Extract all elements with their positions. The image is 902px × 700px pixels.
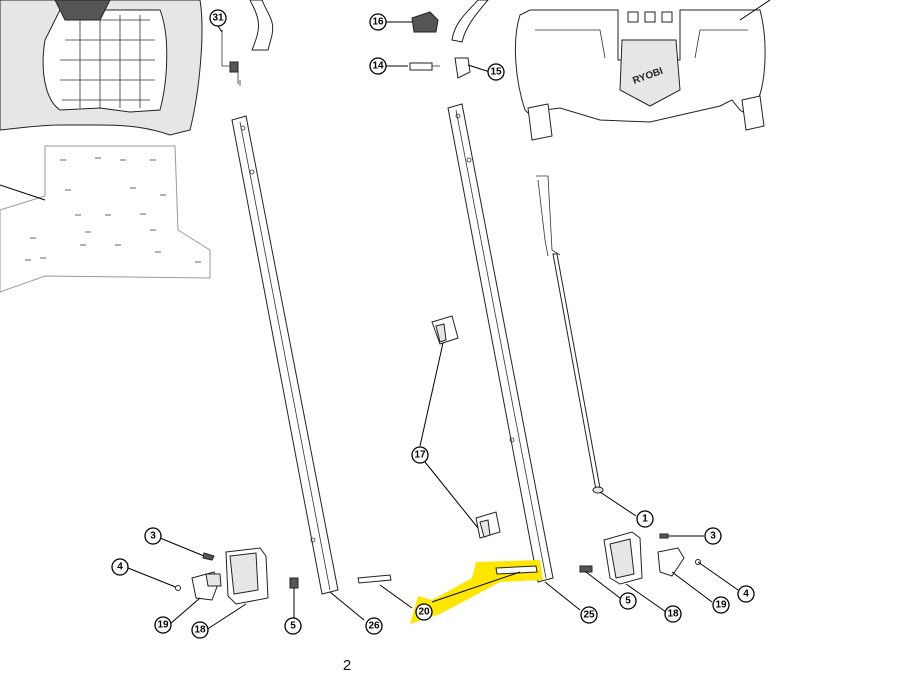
svg-text:25: 25 (583, 610, 595, 621)
svg-text:1: 1 (642, 514, 648, 525)
part-31-connector (217, 25, 241, 86)
callout-4-right: 4 (737, 585, 755, 603)
callout-18-left: 18 (191, 621, 209, 639)
callout-31: 31 (209, 9, 227, 27)
svg-text:4: 4 (743, 589, 749, 600)
top-cable-loop (451, 0, 489, 43)
page-number: 2 (343, 657, 351, 674)
callout-26: 26 (365, 617, 383, 635)
svg-text:18: 18 (667, 609, 679, 620)
bolt-near-26 (357, 574, 413, 609)
screw-icons (25, 157, 201, 263)
svg-text:4: 4 (117, 562, 123, 573)
callout-19-right: 19 (712, 596, 730, 614)
callout-16: 16 (369, 13, 387, 31)
callout-4-left: 4 (111, 558, 129, 576)
svg-text:19: 19 (715, 600, 727, 611)
part-20-highlight (410, 560, 543, 624)
svg-text:3: 3 (150, 531, 156, 542)
svg-text:20: 20 (418, 607, 430, 618)
svg-text:15: 15 (490, 67, 502, 78)
svg-text:26: 26 (368, 621, 380, 632)
svg-text:5: 5 (625, 596, 631, 607)
left-bottom-parts (127, 537, 299, 631)
right-tube-25 (447, 103, 581, 611)
callout-19-left: 19 (154, 616, 172, 634)
callout-18-right: 18 (664, 605, 682, 623)
callout-1: 1 (636, 510, 654, 528)
svg-text:3: 3 (710, 531, 716, 542)
svg-text:19: 19 (157, 620, 169, 631)
left-tube-26 (231, 115, 365, 621)
part-14-connector (386, 62, 440, 71)
svg-text:16: 16 (372, 17, 384, 28)
right-bottom-parts (579, 531, 739, 613)
callout-15: 15 (487, 63, 505, 81)
callout-14: 14 (369, 57, 387, 75)
callout-20: 20 (415, 603, 433, 621)
callout-3-left: 3 (144, 527, 162, 545)
wire-harness-1 (536, 175, 637, 517)
svg-text:17: 17 (414, 450, 426, 461)
svg-text:14: 14 (372, 61, 384, 72)
callout-5-right: 5 (619, 592, 637, 610)
top-hose (249, 0, 274, 51)
svg-text:18: 18 (194, 625, 206, 636)
callout-5-left: 5 (284, 617, 302, 635)
part-17-clamps (419, 315, 501, 539)
part-15-connector (454, 57, 491, 79)
svg-text:5: 5 (290, 621, 296, 632)
callout-3-right: 3 (704, 527, 722, 545)
part-16-switch (386, 11, 439, 33)
callout-17: 17 (411, 446, 429, 464)
callout-25: 25 (580, 606, 598, 624)
svg-text:31: 31 (212, 13, 224, 24)
screw-panel (0, 145, 211, 293)
ryobi-handle-assembly: RYOBI (514, 0, 771, 141)
upper-handle-frame (0, 0, 203, 136)
